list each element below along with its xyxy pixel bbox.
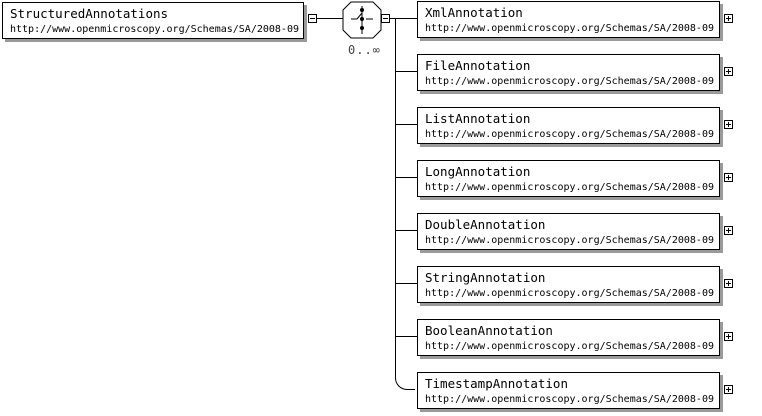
child-element-namespace: http://www.openmicroscopy.org/Schemas/SA… <box>425 129 714 140</box>
child-element-namespace: http://www.openmicroscopy.org/Schemas/SA… <box>425 288 714 299</box>
child-element-name: XmlAnnotation <box>425 5 523 20</box>
child-connector <box>395 18 417 19</box>
child-element-namespace: http://www.openmicroscopy.org/Schemas/SA… <box>425 23 714 34</box>
expand-toggle[interactable] <box>724 14 733 23</box>
choice-compositor-icon[interactable] <box>342 1 382 39</box>
child-connector <box>395 177 417 178</box>
child-element-namespace: http://www.openmicroscopy.org/Schemas/SA… <box>425 394 714 405</box>
child-element-box[interactable]: TimestampAnnotation http://www.openmicros… <box>417 372 720 409</box>
expand-toggle[interactable] <box>724 279 733 288</box>
child-element-name: TimestampAnnotation <box>425 376 568 391</box>
child-element-box[interactable]: ListAnnotation http://www.openmicroscopy.… <box>417 107 720 144</box>
child-connector <box>395 336 417 337</box>
child-element-box[interactable]: BooleanAnnotation http://www.openmicrosco… <box>417 319 720 356</box>
choice-spine <box>395 18 396 374</box>
child-element-name: ListAnnotation <box>425 111 531 126</box>
child-element-name: BooleanAnnotation <box>425 323 553 338</box>
root-element-box[interactable]: StructuredAnnotations http://www.openmic… <box>2 2 304 39</box>
child-element-namespace: http://www.openmicroscopy.org/Schemas/SA… <box>425 76 714 87</box>
expand-toggle[interactable] <box>724 332 733 341</box>
child-connector <box>395 230 417 231</box>
root-collapse-toggle[interactable] <box>308 14 317 23</box>
child-connector <box>395 71 417 72</box>
choice-cardinality: 0..∞ <box>348 43 381 57</box>
expand-toggle[interactable] <box>724 120 733 129</box>
child-element-box[interactable]: LongAnnotation http://www.openmicroscopy.… <box>417 160 720 197</box>
connector-root-to-choice <box>317 18 343 19</box>
child-element-namespace: http://www.openmicroscopy.org/Schemas/SA… <box>425 341 714 352</box>
child-connector <box>395 283 417 284</box>
child-element-box[interactable]: XmlAnnotation http://www.openmicroscopy.o… <box>417 1 720 38</box>
child-element-name: StringAnnotation <box>425 270 546 285</box>
child-element-namespace: http://www.openmicroscopy.org/Schemas/SA… <box>425 235 714 246</box>
child-element-box[interactable]: DoubleAnnotation http://www.openmicroscop… <box>417 213 720 250</box>
expand-toggle[interactable] <box>724 67 733 76</box>
expand-toggle[interactable] <box>724 173 733 182</box>
child-element-box[interactable]: StringAnnotation http://www.openmicroscop… <box>417 266 720 303</box>
connector-choice-to-spine <box>390 18 395 19</box>
child-element-name: FileAnnotation <box>425 58 531 73</box>
child-element-box[interactable]: FileAnnotation http://www.openmicroscopy.… <box>417 54 720 91</box>
root-element-namespace: http://www.openmicroscopy.org/Schemas/SA… <box>10 24 299 35</box>
child-element-name: DoubleAnnotation <box>425 217 546 232</box>
child-connector <box>395 124 417 125</box>
choice-collapse-toggle[interactable] <box>381 14 390 23</box>
expand-toggle[interactable] <box>724 226 733 235</box>
root-element-name: StructuredAnnotations <box>10 6 169 21</box>
expand-toggle[interactable] <box>724 385 733 394</box>
choice-spine-curve <box>395 368 415 390</box>
child-element-namespace: http://www.openmicroscopy.org/Schemas/SA… <box>425 182 714 193</box>
child-element-name: LongAnnotation <box>425 164 531 179</box>
